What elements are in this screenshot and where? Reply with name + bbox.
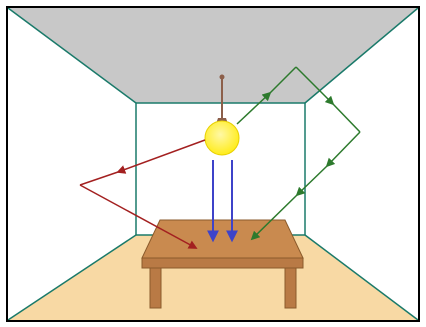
table-top: [141, 219, 304, 259]
direct-light-rays: [207, 160, 238, 243]
red-ray-wall-segment: [79, 171, 119, 186]
edge-top-left: [7, 7, 137, 104]
green-ray-from-bulb: [236, 91, 272, 125]
green-ray-mid: [295, 165, 328, 197]
floor: [8, 235, 418, 320]
edge-top-right: [304, 7, 419, 104]
wall-reflection-ray: [79, 139, 206, 249]
green-ray-to-ceiling: [269, 66, 297, 94]
back-wall: [135, 102, 306, 236]
table-leg-right: [284, 267, 297, 309]
edge-bottom-left: [7, 234, 137, 321]
room-edges: [7, 7, 419, 321]
table-leg-left: [149, 267, 162, 309]
lamp: [204, 74, 240, 156]
light-bulb: [204, 120, 240, 156]
table-top-edge: [141, 257, 304, 269]
ceiling-reflection-ray: [236, 66, 361, 241]
edge-bottom-right: [304, 234, 419, 321]
red-ray-to-wall: [116, 139, 206, 174]
green-ray-to-wall: [332, 103, 361, 133]
green-ray-wall-down: [325, 131, 361, 168]
ceiling: [8, 8, 418, 103]
green-ray-ceiling-to-wall: [295, 66, 335, 106]
red-ray-to-table: [79, 184, 198, 249]
frame: [6, 6, 420, 322]
green-ray-to-table: [250, 194, 298, 241]
